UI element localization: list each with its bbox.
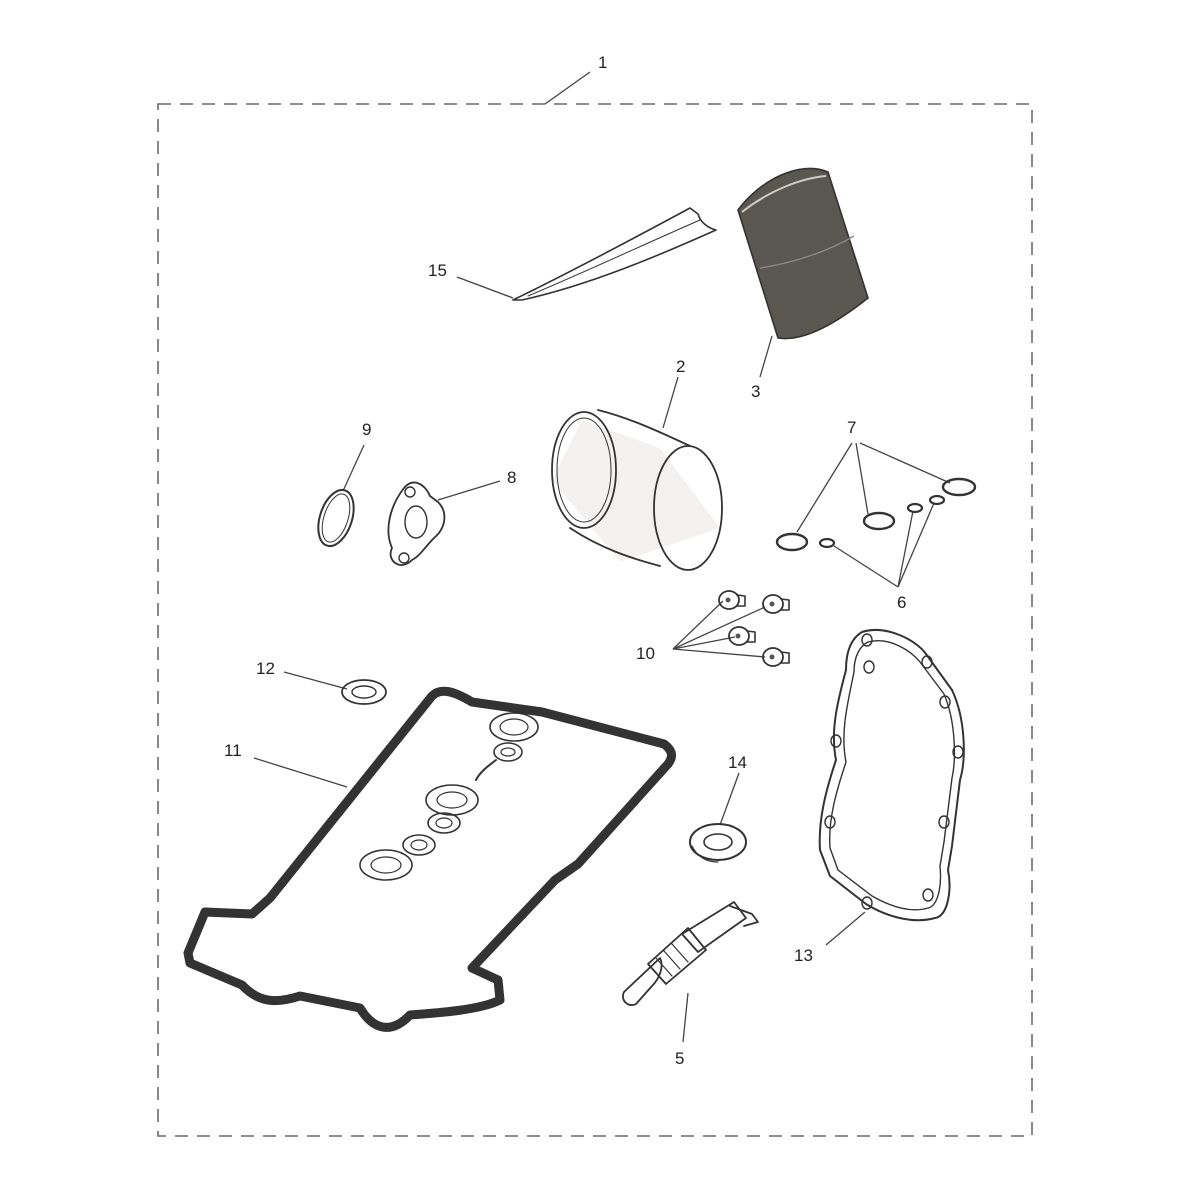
- callout-labels: 1 2 3 5 6 7 8 9 10 11 12 13 14 15: [224, 53, 906, 1068]
- callout-cover-gasket: 11: [224, 741, 242, 760]
- callout-seal: 12: [256, 659, 275, 678]
- part-clutch-gasket: [818, 629, 965, 922]
- callout-strip: 15: [428, 261, 447, 280]
- part-gasket-small: [387, 481, 446, 566]
- gasket-bolt-holes: [824, 633, 964, 910]
- part-strip: [512, 207, 717, 301]
- callout-clutch-gasket: 13: [794, 946, 813, 965]
- part-oil-filter: [551, 409, 723, 571]
- callout-oil-filter: 2: [676, 357, 685, 376]
- callout-kit: 1: [598, 53, 607, 72]
- part-air-filter: [737, 167, 869, 340]
- part-o-rings-small: [818, 494, 946, 549]
- callout-o-rings-small: 6: [897, 593, 906, 612]
- callout-o-rings-large: 7: [847, 418, 856, 437]
- part-o-ring-single: [317, 488, 355, 548]
- kit-boundary: [157, 103, 1033, 1137]
- part-spark-plug: [622, 901, 759, 1006]
- callout-bolts: 10: [636, 644, 655, 663]
- callout-washer: 14: [728, 753, 747, 772]
- part-seal: [341, 679, 387, 705]
- callout-gasket-small: 8: [507, 468, 516, 487]
- part-washer: [689, 823, 747, 863]
- callout-air-filter: 3: [751, 382, 760, 401]
- leader-lines: [253, 71, 951, 1043]
- part-o-rings-large: [775, 477, 977, 552]
- callout-o-ring-single: 9: [362, 420, 371, 439]
- part-cover-gasket: [183, 686, 676, 1032]
- part-bolts: [718, 590, 790, 667]
- callout-spark-plug: 5: [675, 1049, 684, 1068]
